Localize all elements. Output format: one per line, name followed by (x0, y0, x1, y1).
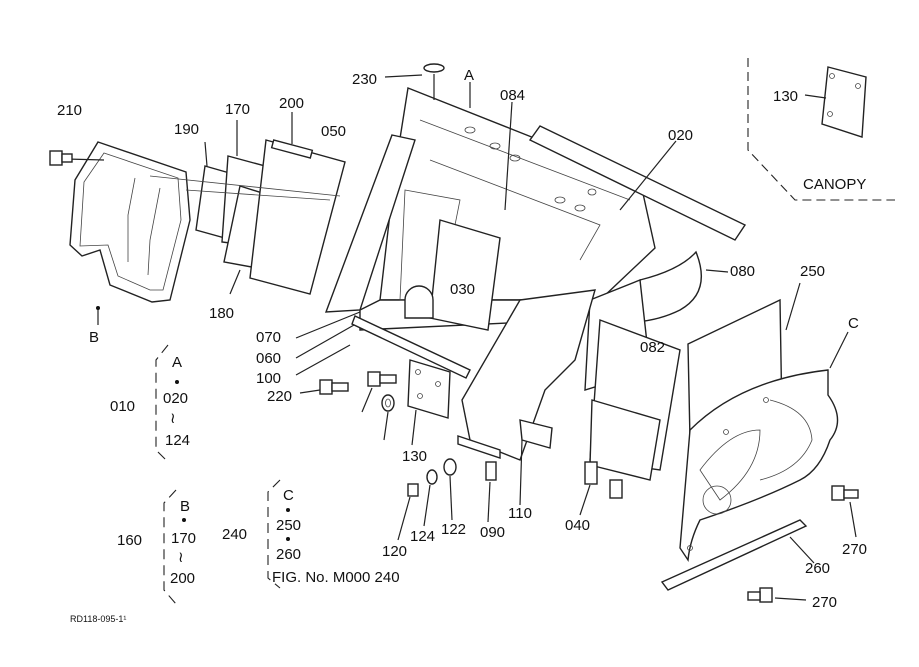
bolt-220-icon (319, 379, 333, 395)
bar-020 (528, 125, 747, 241)
label-220: 220 (267, 388, 292, 405)
label-110: 110 (508, 505, 532, 522)
label-130-canopy: 130 (773, 88, 798, 105)
group-A-bracket (155, 344, 169, 463)
group-C-to: 260 (276, 546, 301, 563)
leader-020 (619, 140, 677, 211)
label-190: 190 (174, 121, 199, 138)
clip-090-icon (485, 461, 497, 481)
lower-hardware (295, 311, 501, 541)
label-084: 084 (500, 87, 525, 104)
panel-030 (429, 219, 501, 331)
label-090: 090 (480, 524, 505, 541)
group-A-legend: A 020 ≀ 124 (163, 354, 190, 449)
washer-122-icon (443, 458, 457, 476)
leader-180 (229, 269, 241, 295)
bolt-270a-icon (831, 485, 845, 501)
label-080: 080 (730, 263, 755, 280)
label-160: 160 (117, 532, 142, 549)
canopy-inset (747, 58, 895, 201)
group-B-to: 200 (170, 570, 195, 587)
leader-250 (785, 282, 801, 331)
label-010: 010 (110, 398, 135, 415)
label-100: 100 (256, 370, 281, 387)
drawing-id: RD118-095-1¹ (70, 614, 126, 624)
panel-set-170-200 (149, 112, 346, 295)
bracket-110 (519, 419, 553, 449)
leader-C (829, 331, 849, 369)
canopy-plate-130 (821, 66, 867, 138)
label-200: 200 (279, 95, 304, 112)
label-122: 122 (441, 521, 466, 538)
bolt-150-icon (367, 371, 381, 387)
dash-frame (324, 63, 656, 331)
group-C-legend: C 250 260 (276, 487, 301, 563)
group-C-from: 250 (276, 517, 301, 534)
label-040: 040 (565, 517, 590, 534)
leader-100 (295, 344, 351, 376)
leader-120 (397, 496, 411, 541)
label-124: 124 (410, 528, 435, 545)
leader-070 (295, 311, 361, 339)
label-060: 060 (256, 350, 281, 367)
bar-060 (351, 315, 471, 379)
label-170: 170 (225, 101, 250, 118)
group-A-from: 020 (163, 390, 188, 407)
canopy-label: CANOPY (803, 176, 866, 193)
leader-084 (504, 101, 513, 211)
label-070: 070 (256, 329, 281, 346)
group-B-from: 170 (171, 530, 196, 547)
leader-110 (519, 439, 523, 506)
leader-060 (295, 324, 355, 359)
label-210: 210 (57, 102, 82, 119)
label-020: 020 (668, 127, 693, 144)
group-A-tilde: ≀ (170, 410, 176, 427)
bolt-120-icon (407, 483, 419, 497)
side-panel-left (49, 141, 191, 325)
bolt-210-icon (49, 150, 63, 166)
label-260: 260 (805, 560, 830, 577)
label-050: 050 (321, 123, 346, 140)
group-B-tilde: ≀ (178, 549, 184, 566)
label-270b: 270 (812, 594, 837, 611)
panel-250 (679, 369, 839, 563)
label-082: 082 (640, 339, 665, 356)
label-120: 120 (382, 543, 407, 560)
label-030: 030 (450, 281, 475, 298)
cover-040 (579, 399, 661, 516)
label-250: 250 (800, 263, 825, 280)
label-230: 230 (352, 71, 377, 88)
piece-080 (635, 250, 703, 323)
part-labels: 210 190 170 200 230 A 084 050 020 130 CA… (57, 67, 867, 611)
leader-190 (204, 141, 208, 167)
group-B-legend: B 170 ≀ 200 (170, 498, 196, 587)
center-column (461, 289, 596, 506)
group-A-to: 124 (165, 432, 190, 449)
washer-140-icon (381, 394, 395, 412)
group-A-letter: A (172, 354, 182, 371)
bolt-270b-icon (759, 587, 773, 603)
group-C-bracket (267, 479, 281, 589)
label-ref-C: C (848, 315, 859, 332)
figure-reference: FIG. No. M000 240 (272, 569, 400, 586)
strip-260 (660, 519, 808, 591)
panel-200 (249, 139, 346, 295)
screw-230-icon (423, 63, 445, 73)
label-130: 130 (402, 448, 427, 465)
washer-124-icon (426, 469, 438, 485)
label-ref-B: B (89, 329, 99, 346)
group-C-letter: C (283, 487, 294, 504)
side-panel-right (660, 282, 859, 603)
label-270a: 270 (842, 541, 867, 558)
label-180: 180 (209, 305, 234, 322)
plate-130 (407, 359, 451, 419)
group-B-letter: B (180, 498, 190, 515)
group-B-bracket (163, 489, 177, 605)
label-240: 240 (222, 526, 247, 543)
leader-130 (411, 409, 417, 446)
label-ref-A-top: A (464, 67, 474, 84)
